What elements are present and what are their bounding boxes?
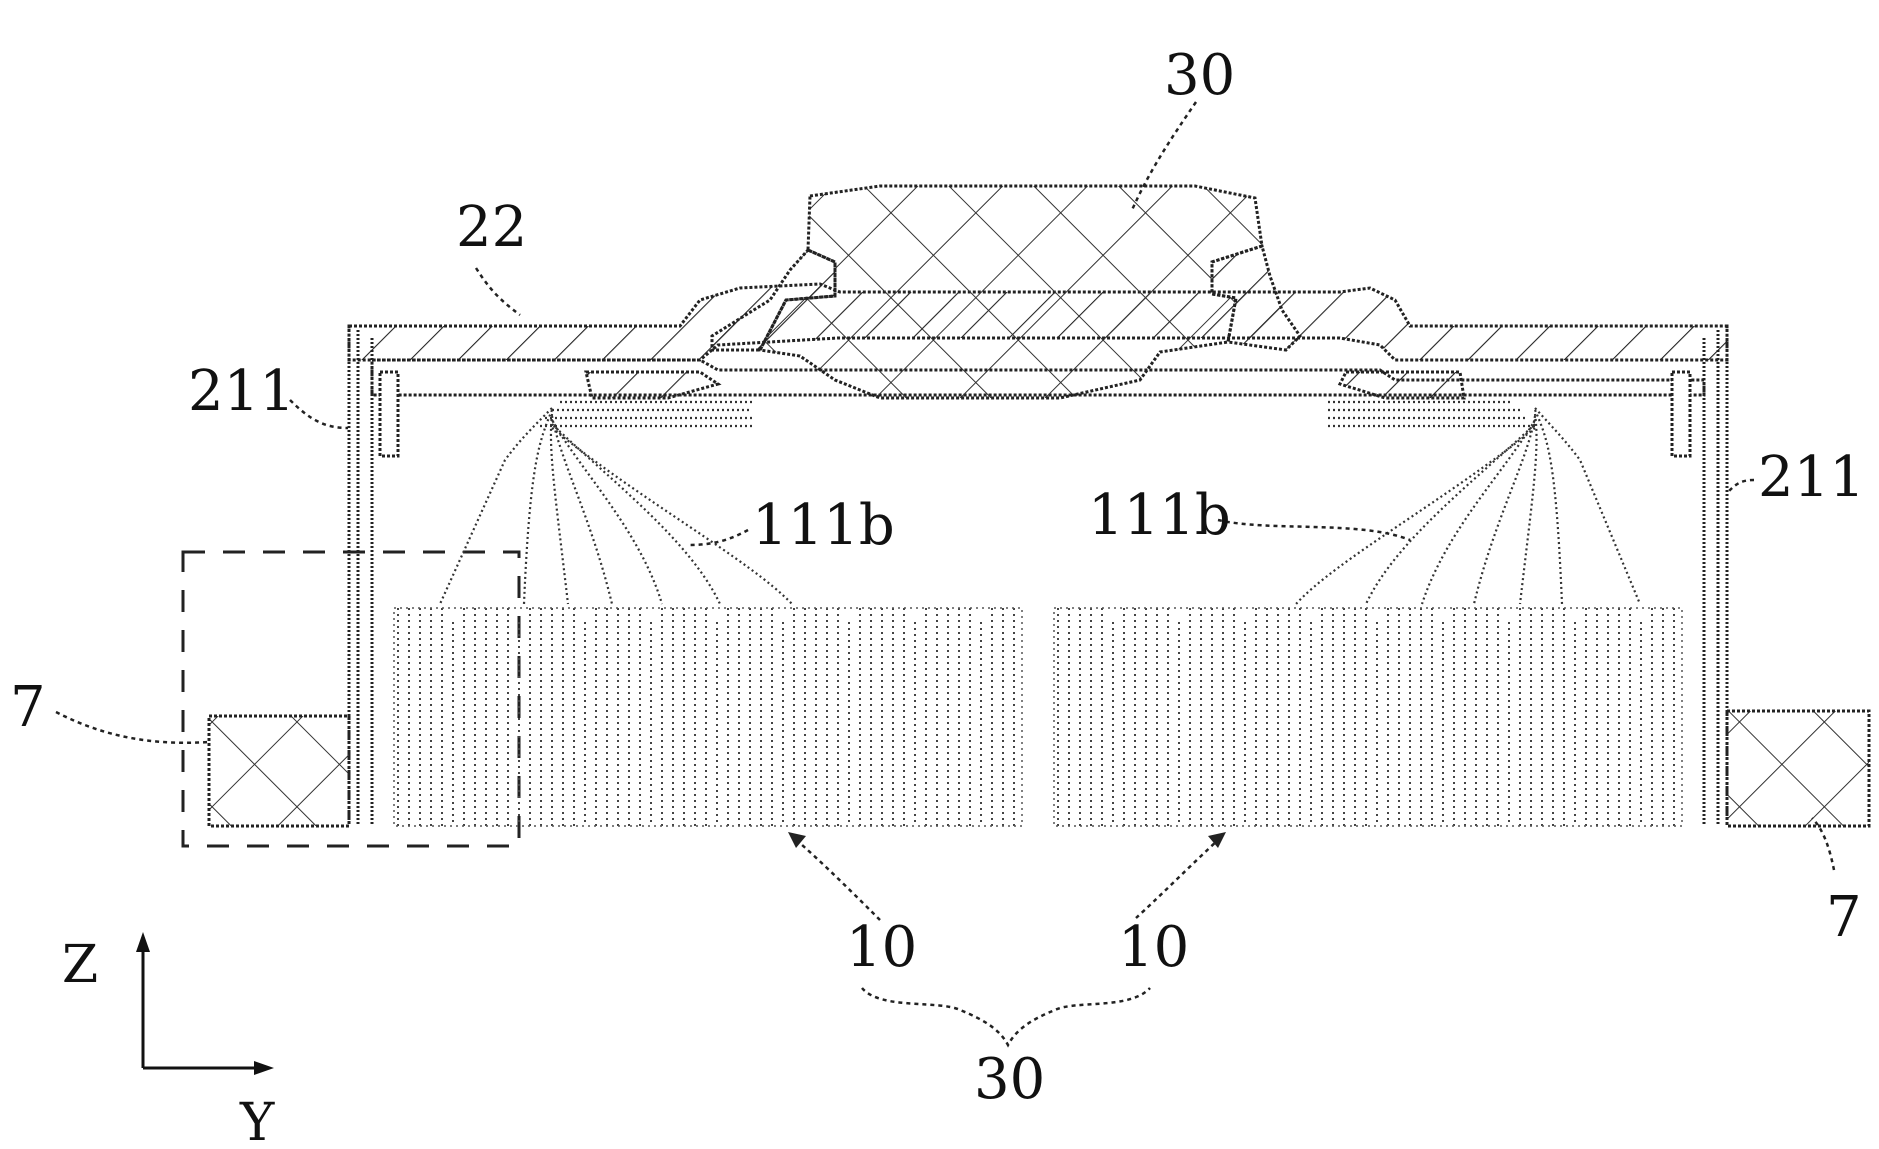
wall-right (1704, 326, 1727, 826)
hook-right (1672, 372, 1690, 456)
cell-stack-right (1054, 608, 1682, 826)
leader-bracket-left (56, 712, 210, 743)
leader-tab-right (1218, 520, 1410, 540)
leader-wall-right (1728, 480, 1754, 492)
arrow-cell-right (1136, 840, 1218, 918)
cell-stack-left (394, 608, 1022, 826)
cell-outline (1054, 608, 1682, 826)
tab-strip-left (540, 402, 752, 426)
label-tab-right: 111b (1088, 483, 1231, 548)
label-assembly: 30 (974, 1047, 1045, 1112)
arrow-cell-left (794, 838, 880, 920)
leader-cover (476, 268, 520, 315)
assembly-brace (862, 988, 1150, 1045)
collector-plate-right (1340, 372, 1464, 398)
label-wall-left: 211 (188, 359, 295, 424)
label-cap-top: 30 (1164, 43, 1235, 108)
axis-y-arrow (254, 1061, 274, 1075)
arrow-head-cell-right (1208, 832, 1226, 848)
hook-left (380, 372, 398, 456)
bracket-left (209, 716, 349, 826)
tab-fan-left (440, 408, 792, 604)
label-tab-left: 111b (752, 493, 895, 558)
label-bracket-right: 7 (1826, 885, 1862, 950)
leader-wall-left (290, 400, 348, 428)
tab-fan-right (1296, 408, 1640, 604)
leader-tab-left (690, 530, 748, 545)
terminal-cap (760, 186, 1262, 398)
axis-z-arrow (136, 932, 150, 952)
label-bracket-left: 7 (10, 675, 46, 740)
label-cell-left: 10 (846, 915, 917, 980)
label-cell-right: 10 (1118, 915, 1189, 980)
wall-left (349, 326, 372, 826)
bracket-right (1727, 711, 1869, 826)
housing-walls (349, 326, 1727, 826)
axis-label-z: Z (62, 935, 98, 995)
axis-indicator (136, 932, 274, 1075)
collector-plate-left (586, 372, 718, 398)
label-wall-right: 211 (1758, 445, 1865, 510)
cell-outline (394, 608, 1022, 826)
label-top-cover: 22 (456, 195, 527, 260)
axis-label-y: Y (239, 1093, 275, 1149)
tab-strip-right (1328, 402, 1535, 426)
